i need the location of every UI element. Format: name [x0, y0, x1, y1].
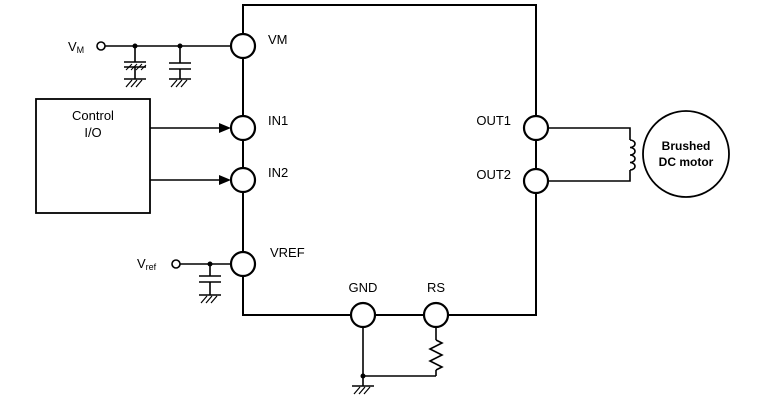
control-io-label-line2: I/O	[84, 125, 101, 140]
pin-in2-label: IN2	[268, 165, 288, 180]
ground-icon	[199, 294, 221, 304]
pin-rs	[422, 301, 450, 329]
pin-vref-label: VREF	[270, 245, 305, 260]
pin-gnd	[349, 301, 377, 329]
dc-motor	[642, 110, 730, 198]
pin-in1-label: IN1	[268, 113, 288, 128]
ground-icon	[169, 78, 191, 88]
ic-body	[242, 4, 537, 316]
in2-signal-arrow	[150, 175, 231, 185]
vm-ceramic-capacitor	[169, 46, 191, 79]
motor-winding-coil	[629, 139, 636, 171]
pin-vref	[229, 250, 257, 278]
ground-icon	[124, 78, 146, 88]
vm-supply-label: VM	[68, 39, 84, 55]
vref-ceramic-capacitor	[199, 264, 221, 295]
rs-sense-resistor	[428, 327, 444, 376]
in1-signal-arrow	[150, 123, 231, 133]
control-io-box	[35, 98, 151, 214]
motor-label-line2: DC motor	[659, 155, 714, 169]
pin-out2	[522, 167, 550, 195]
pin-in1	[229, 114, 257, 142]
pin-gnd-label: GND	[349, 280, 378, 295]
pin-in2	[229, 166, 257, 194]
pin-out2-label: OUT2	[476, 167, 511, 182]
pin-out1	[522, 114, 550, 142]
motor-label-line1: Brushed	[662, 139, 711, 153]
pin-out1-label: OUT1	[476, 113, 511, 128]
ground-icon	[352, 385, 374, 395]
vm-electrolytic-capacitor	[124, 46, 147, 79]
vref-supply-label: Vref	[137, 256, 157, 272]
pin-vm-label: VM	[268, 32, 288, 47]
pin-vm	[229, 32, 257, 60]
pin-rs-label: RS	[427, 280, 445, 295]
vref-supply-terminal: Vref	[137, 256, 181, 272]
vm-supply-terminal: VM	[68, 39, 106, 55]
control-io-label-line1: Control	[72, 108, 114, 123]
